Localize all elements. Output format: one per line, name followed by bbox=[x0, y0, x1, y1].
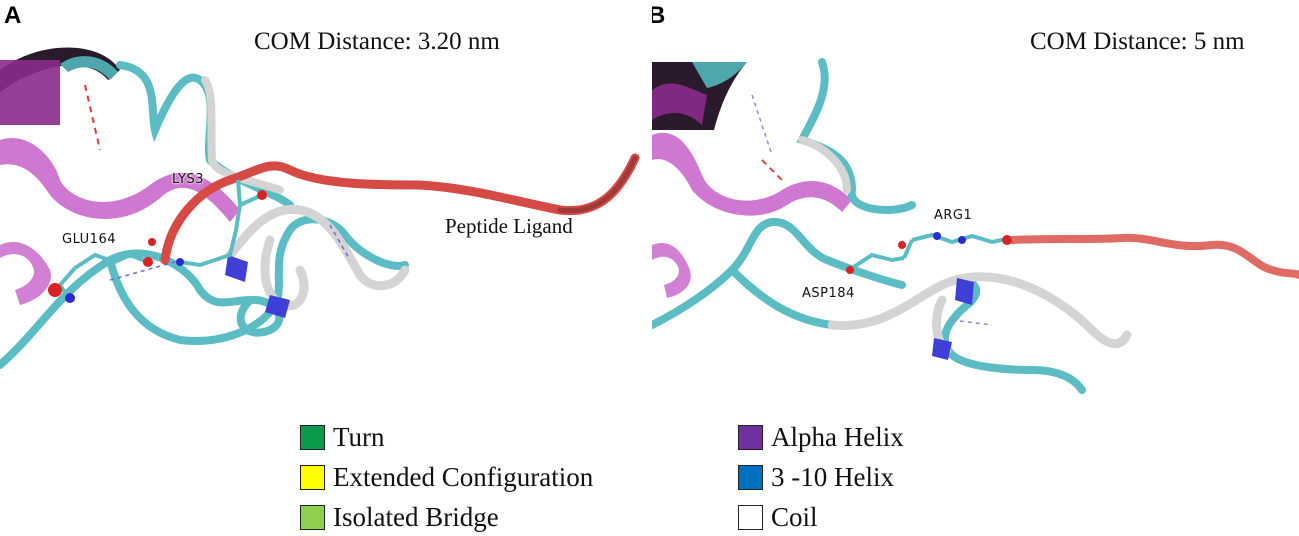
helix-ribbon-b2 bbox=[652, 242, 691, 298]
panel-letter-b: B bbox=[652, 2, 666, 29]
helix310-b2 bbox=[932, 338, 952, 360]
legend-swatch-isolated-bridge bbox=[300, 505, 325, 530]
helix-teal-b bbox=[692, 62, 747, 88]
com-distance-b: COM Distance: 5 nm bbox=[1030, 28, 1245, 55]
arg1-atoms bbox=[902, 232, 1013, 259]
peptide-ligand-tube-b bbox=[1008, 233, 1299, 279]
legend-label-coil: Coil bbox=[771, 502, 818, 532]
asp184-atoms bbox=[850, 252, 905, 270]
legend-item-alpha-helix: Alpha Helix bbox=[738, 422, 904, 453]
panel-letter-a: A bbox=[4, 2, 22, 29]
helix-top-a bbox=[0, 60, 60, 125]
peptide-ligand-shade-a bbox=[557, 155, 638, 214]
helix310-a2 bbox=[265, 295, 290, 318]
legend-item-3-10-helix: 3 -10 Helix bbox=[738, 462, 894, 493]
legend-label-turn: Turn bbox=[333, 422, 385, 452]
legend-swatch-turn bbox=[300, 425, 325, 450]
helix-teal-a bbox=[60, 56, 118, 80]
coil-tube-a5 bbox=[225, 204, 410, 291]
legend-swatch-coil bbox=[738, 505, 763, 530]
legend-label-extended: Extended Configuration bbox=[333, 462, 594, 492]
coil-tube-a4 bbox=[106, 215, 409, 345]
helix-ribbon-a2 bbox=[0, 241, 51, 305]
coil-tube-a3 bbox=[0, 249, 284, 369]
panel-a: A COM Distance: 3.20 nm GLU164 LYS3 Pept… bbox=[0, 0, 650, 420]
legend-label-alpha-helix: Alpha Helix bbox=[771, 422, 904, 452]
peptide-ligand-label: Peptide Ligand bbox=[445, 214, 573, 238]
panel-b: B COM Distance: 5 nm ARG1 ASP184 bbox=[652, 0, 1299, 420]
helix310-b bbox=[955, 278, 974, 305]
legend-label-isolated-bridge: Isolated Bridge bbox=[333, 502, 499, 532]
protein-structure-a bbox=[0, 47, 640, 369]
legend-swatch-alpha-helix bbox=[738, 425, 763, 450]
legend-swatch-3-10-helix bbox=[738, 465, 763, 490]
legend-swatch-extended bbox=[300, 465, 325, 490]
coil-tube-b2 bbox=[798, 136, 851, 194]
legend-item-isolated-bridge: Isolated Bridge bbox=[300, 502, 499, 533]
legend-item-coil: Coil bbox=[738, 502, 818, 533]
com-distance-a: COM Distance: 3.20 nm bbox=[254, 28, 500, 55]
residue-label-asp184: ASP184 bbox=[802, 286, 855, 301]
coil-tube-b5 bbox=[827, 272, 1132, 349]
legend-item-extended: Extended Configuration bbox=[300, 462, 593, 493]
coil-tube-a2 bbox=[201, 76, 284, 194]
protein-structure-b bbox=[652, 58, 1299, 394]
legend-item-turn: Turn bbox=[300, 422, 385, 453]
legend-right: Alpha Helix 3 -10 Helix Coil bbox=[738, 420, 998, 536]
helix-top-b bbox=[652, 83, 707, 125]
residue-label-glu164: GLU164 bbox=[62, 232, 116, 247]
coil-tube-b1 bbox=[796, 58, 916, 214]
helix310-a bbox=[225, 255, 248, 282]
helix-ribbon-b1 bbox=[652, 132, 852, 216]
legend-left: Turn Extended Configuration Isolated Bri… bbox=[300, 420, 660, 536]
residue-label-lys3: LYS3 bbox=[172, 172, 204, 187]
legend-label-3-10-helix: 3 -10 Helix bbox=[771, 462, 894, 492]
residue-label-arg1: ARG1 bbox=[934, 208, 973, 223]
helix-ribbon-a1 bbox=[0, 138, 240, 222]
